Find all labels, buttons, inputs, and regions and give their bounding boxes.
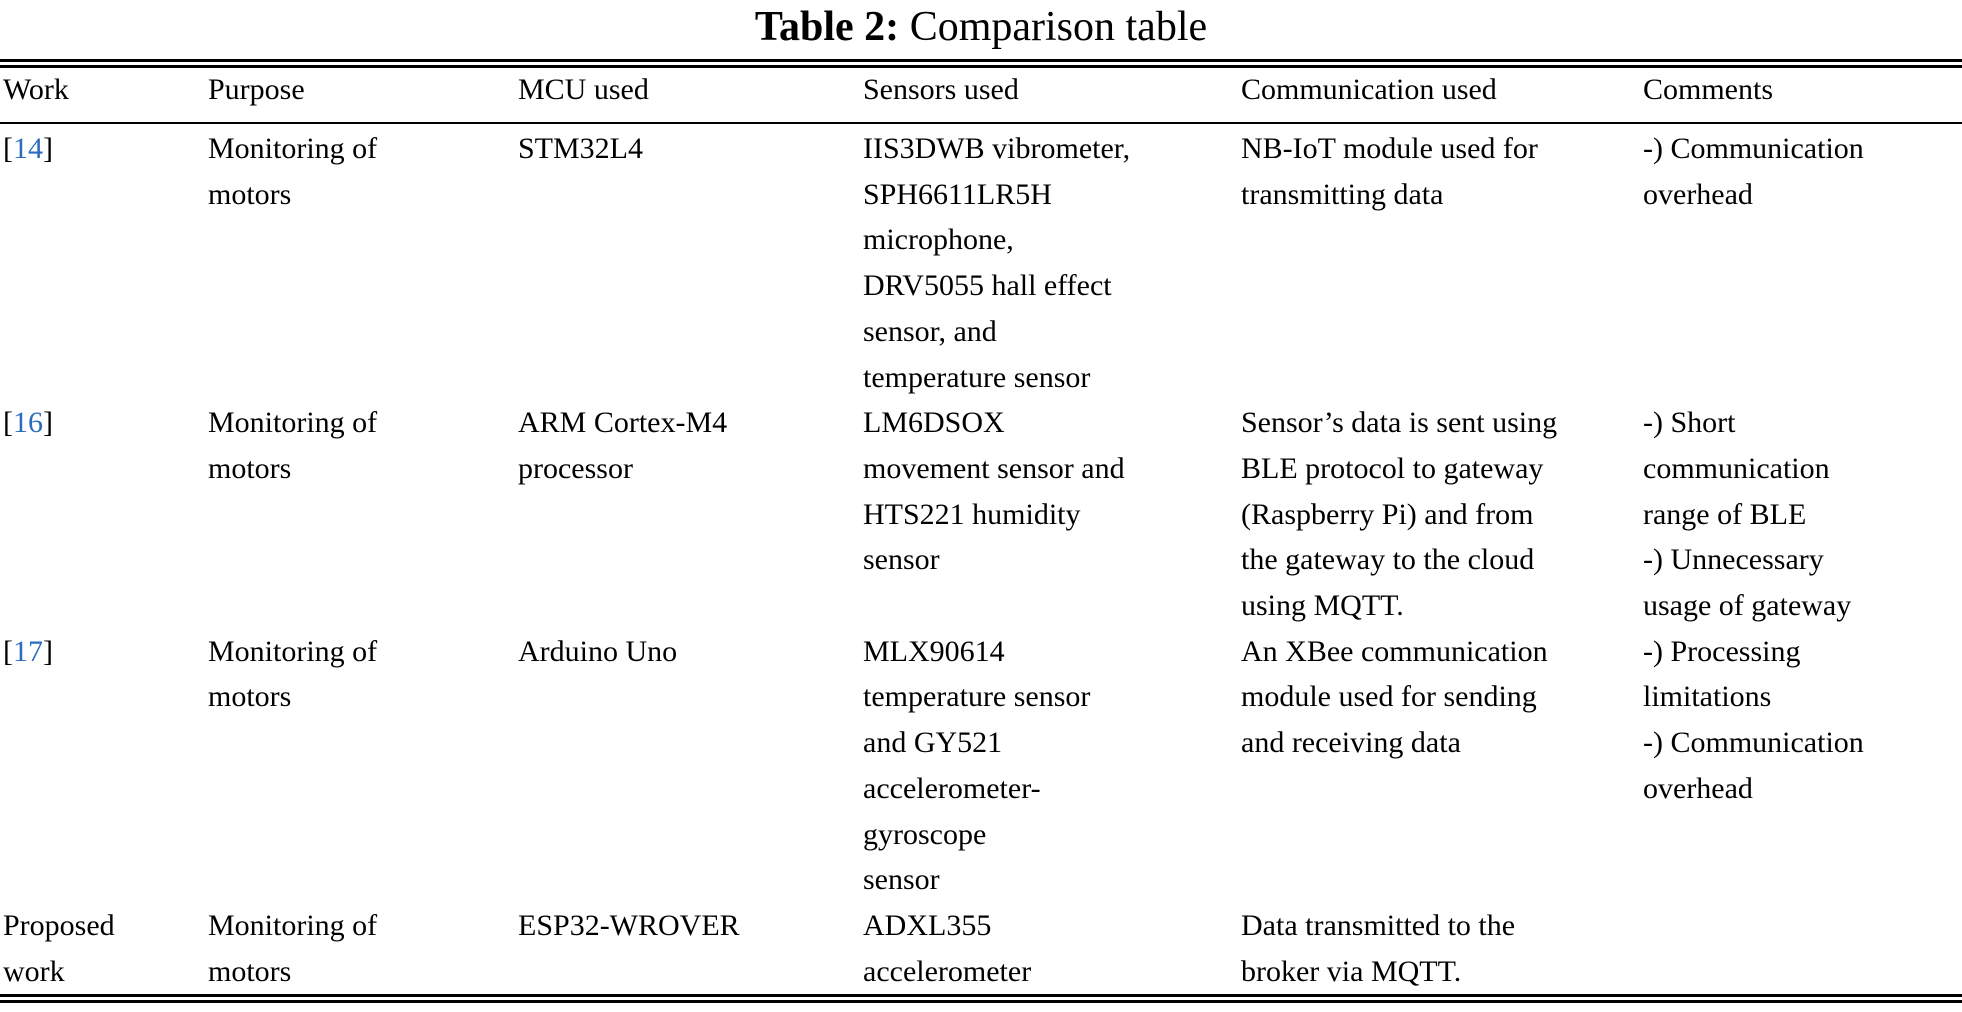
cell-mcu: ARM Cortex-M4 processor <box>518 406 728 485</box>
cell-work: [16] <box>3 406 53 440</box>
column-header-sensors: Sensors used <box>863 73 1019 106</box>
cell-comments <box>1643 903 1962 994</box>
table-top-rule <box>0 59 1962 68</box>
cell-work: Proposed work <box>3 908 115 988</box>
column-header-communication: Communication used <box>1241 73 1497 106</box>
table-caption: Table 2: Comparison table <box>0 0 1962 52</box>
cell-comments: -) Communication overhead <box>1643 132 1864 211</box>
cell-mcu: STM32L4 <box>518 132 644 165</box>
cell-sensors: ADXL355 accelerometer <box>863 908 1032 988</box>
citation-link[interactable]: 17 <box>13 634 43 668</box>
column-header-comments: Comments <box>1643 73 1774 106</box>
cell-work: [14] <box>3 132 53 165</box>
cell-comments: -) Processing limitations -) Communicati… <box>1643 634 1864 805</box>
cell-sensors: IIS3DWB vibrometer, SPH6611LR5H micropho… <box>863 132 1131 394</box>
table-header-rule <box>0 122 1962 124</box>
table-caption-text: Comparison table <box>899 4 1208 50</box>
table-row: Proposed work Monitoring of motors ESP32-W… <box>0 903 1962 994</box>
cell-purpose: Monitoring of motors <box>208 132 378 211</box>
cell-comments: -) Short communication range of BLE -) U… <box>1643 406 1852 623</box>
table-row: [16] Monitoring of motors ARM Cortex-M4 pr… <box>0 400 1962 629</box>
cell-purpose: Monitoring of motors <box>208 634 378 714</box>
table-row: [17] Monitoring of motors Arduino Uno MLX90… <box>0 629 1962 903</box>
cell-communication: NB-IoT module used for transmitting data <box>1241 132 1538 211</box>
cell-sensors: LM6DSOX movement sensor and HTS221 humid… <box>863 406 1125 577</box>
cell-work: [17] <box>3 634 53 668</box>
cell-communication: An XBee communication module used for se… <box>1241 634 1548 760</box>
cell-purpose: Monitoring of motors <box>208 908 378 988</box>
cell-communication: Sensor’s data is sent using BLE protocol… <box>1241 406 1558 623</box>
table-body: [14] Monitoring of motors STM32L4 IIS3DWB v… <box>0 124 1962 994</box>
citation-link[interactable]: 14 <box>13 132 43 165</box>
column-header-purpose: Purpose <box>208 73 305 106</box>
table-row: [14] Monitoring of motors STM32L4 IIS3DWB v… <box>0 126 1962 400</box>
column-header-mcu: MCU used <box>518 73 649 106</box>
column-header-work: Work <box>3 73 69 106</box>
cell-purpose: Monitoring of motors <box>208 406 378 485</box>
cell-mcu: ESP32-WROVER <box>518 908 740 942</box>
cell-sensors: MLX90614 temperature sensor and GY521 ac… <box>863 634 1091 897</box>
citation-link[interactable]: 16 <box>13 406 43 440</box>
cell-mcu: Arduino Uno <box>518 634 678 668</box>
table-caption-label: Table 2: <box>754 4 900 50</box>
table-header-row: Work Purpose MCU used Sensors used Commu… <box>0 68 1962 122</box>
cell-communication: Data transmitted to the broker via MQTT. <box>1241 908 1516 988</box>
table-bottom-rule <box>0 994 1962 1004</box>
